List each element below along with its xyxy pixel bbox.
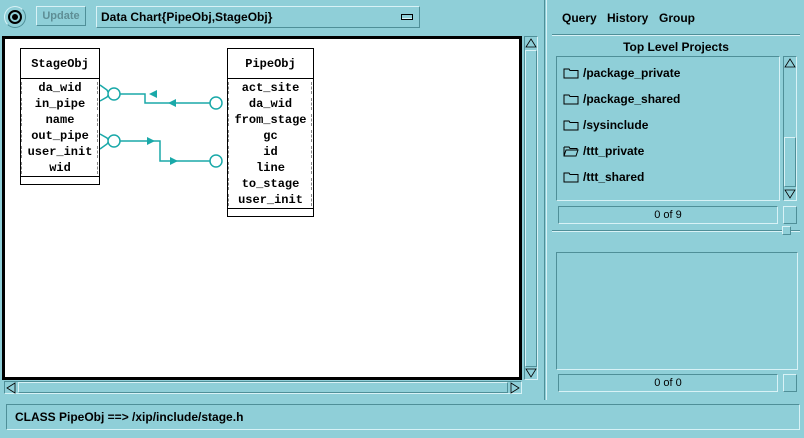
data-chart-canvas[interactable]: StageObj da_wid in_pipe name out_pipe us… xyxy=(2,36,522,380)
resize-grip-icon[interactable] xyxy=(783,374,797,392)
chart-horizontal-scrollbar[interactable] xyxy=(4,381,522,394)
lower-counter: 0 of 0 xyxy=(558,374,778,392)
scrollbar-thumb[interactable] xyxy=(525,50,537,367)
right-panel-tabs: Query History Group xyxy=(552,2,800,34)
scroll-up-icon[interactable] xyxy=(784,57,796,69)
connector-line-1b xyxy=(120,93,210,104)
list-item[interactable]: /ttt_shared xyxy=(563,167,644,187)
open-folder-icon xyxy=(563,146,579,157)
class-box-stageobj[interactable]: StageObj da_wid in_pipe name out_pipe us… xyxy=(20,48,100,185)
tab-group[interactable]: Group xyxy=(659,11,695,25)
chart-select[interactable]: Data Chart{PipeObj,StageObj} xyxy=(96,6,420,28)
chart-vertical-scrollbar[interactable] xyxy=(524,36,538,380)
scroll-up-icon[interactable] xyxy=(525,37,537,49)
class-attribute: out_pipe xyxy=(21,128,99,144)
scrollbar-thumb[interactable] xyxy=(784,137,796,187)
pane-divider[interactable] xyxy=(544,0,547,400)
list-item-label: /ttt_shared xyxy=(583,170,645,184)
lower-list[interactable] xyxy=(556,252,798,370)
class-attribute: user_init xyxy=(21,144,99,160)
scroll-down-icon[interactable] xyxy=(525,367,537,379)
class-attribute: name xyxy=(21,112,99,128)
project-list[interactable]: /package_private /package_shared /sysinc… xyxy=(556,56,780,201)
projects-header: Top Level Projects xyxy=(623,40,729,54)
window-menu-button[interactable] xyxy=(4,6,26,28)
list-item[interactable]: /sysinclude xyxy=(563,115,648,135)
project-list-scrollbar[interactable] xyxy=(783,56,797,201)
folder-icon xyxy=(563,172,579,183)
list-item[interactable]: /ttt_private xyxy=(563,141,644,161)
list-item[interactable]: /package_shared xyxy=(563,89,680,109)
class-box-pipeobj[interactable]: PipeObj act_site da_wid from_stage gc id… xyxy=(227,48,314,217)
radio-icon xyxy=(8,10,22,24)
list-item-label: /package_private xyxy=(583,66,681,80)
sash-handle[interactable] xyxy=(782,226,791,235)
class-attribute: gc xyxy=(228,128,313,144)
scrollbar-thumb[interactable] xyxy=(18,382,508,393)
class-attribute: act_site xyxy=(228,80,313,96)
projects-counter: 0 of 9 xyxy=(558,206,778,224)
folder-icon xyxy=(563,120,579,131)
class-attribute: in_pipe xyxy=(21,96,99,112)
connector-end-circle xyxy=(107,134,121,148)
arrow-head-right-icon xyxy=(170,157,178,165)
list-item-label: /sysinclude xyxy=(583,118,649,132)
scroll-down-icon[interactable] xyxy=(784,188,796,200)
list-item-label: /package_shared xyxy=(583,92,681,106)
class-attribute: user_init xyxy=(228,192,313,208)
class-attribute: from_stage xyxy=(228,112,313,128)
folder-icon xyxy=(563,68,579,79)
list-item[interactable]: /package_private xyxy=(563,63,680,83)
update-button[interactable]: Update xyxy=(36,6,86,26)
class-title: PipeObj xyxy=(228,49,313,79)
relationship-diagram xyxy=(99,84,223,168)
status-bar: CLASS PipeObj ==> /xip/include/stage.h xyxy=(6,404,800,430)
scroll-right-icon[interactable] xyxy=(509,382,521,394)
connector-end-circle xyxy=(107,87,121,101)
list-item-label: /ttt_private xyxy=(583,144,645,158)
connector-end-circle xyxy=(209,96,223,110)
class-attribute: wid xyxy=(21,160,99,176)
dropdown-icon xyxy=(401,14,413,20)
class-attribute: to_stage xyxy=(228,176,313,192)
chart-select-value: Data Chart{PipeObj,StageObj} xyxy=(101,10,273,24)
resize-grip-icon[interactable] xyxy=(783,206,797,224)
connector-line-2b xyxy=(120,140,210,162)
connector-end-circle xyxy=(209,154,223,168)
class-title: StageObj xyxy=(21,49,99,79)
arrow-head-left-icon xyxy=(168,99,176,107)
class-attribute: da_wid xyxy=(228,96,313,112)
tab-history[interactable]: History xyxy=(607,11,649,25)
arrow-head-left-icon xyxy=(149,90,157,98)
class-attribute: line xyxy=(228,160,313,176)
tabs-separator xyxy=(552,34,800,36)
arrow-head-right-icon xyxy=(147,137,155,145)
pane-sash[interactable] xyxy=(552,230,800,232)
folder-icon xyxy=(563,94,579,105)
class-attribute: id xyxy=(228,144,313,160)
tab-query[interactable]: Query xyxy=(562,11,597,25)
class-attribute: da_wid xyxy=(21,80,99,96)
scroll-left-icon[interactable] xyxy=(5,382,17,394)
